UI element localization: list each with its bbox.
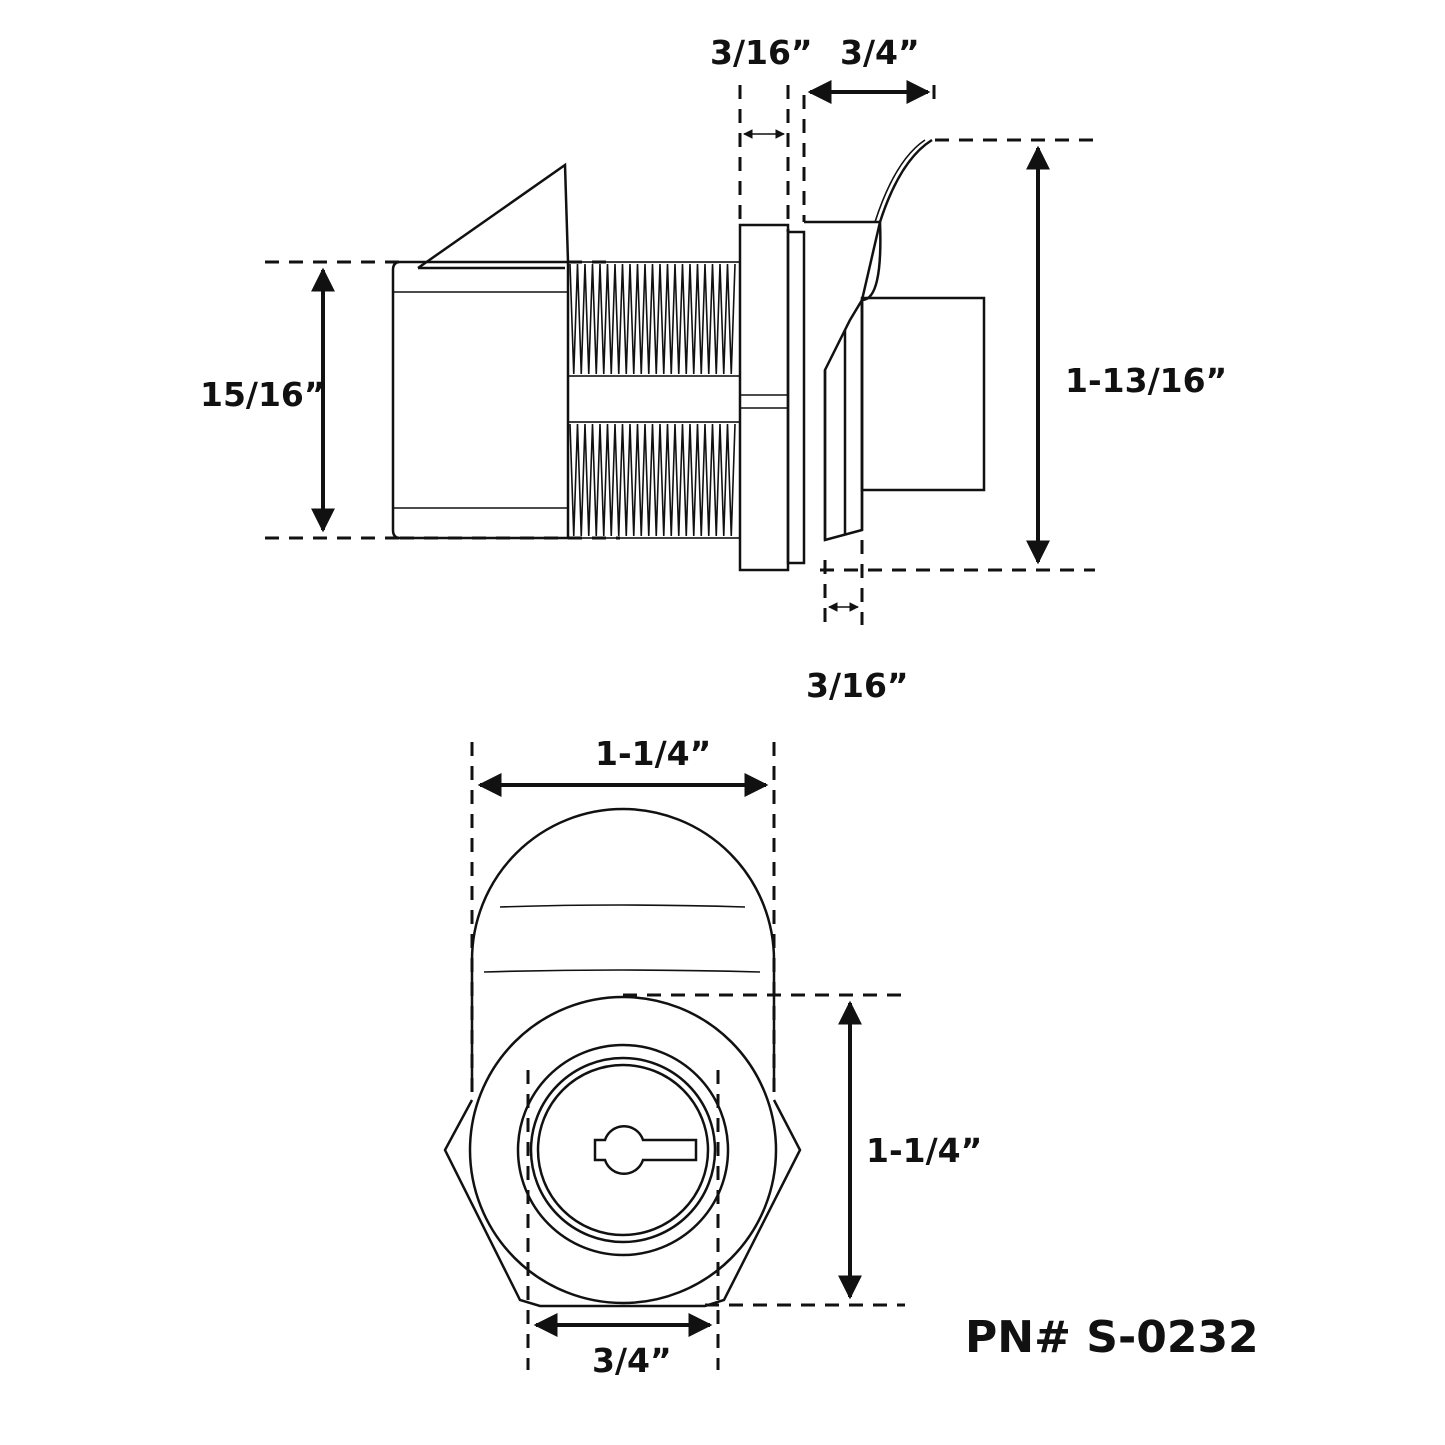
part-number: PN# S-0232: [965, 1312, 1259, 1363]
face-ring: [468, 995, 778, 1305]
dim-cam-offset: 3/4”: [840, 33, 920, 72]
thread-lower: [567, 421, 741, 539]
plug-outer-ring: [516, 1043, 730, 1257]
dim-overall-height: 1-13/16”: [1065, 361, 1227, 400]
thread-upper: [567, 261, 741, 377]
dim-flange-thickness: 3/16”: [710, 33, 813, 72]
dim-body-diameter: 15/16”: [200, 375, 326, 414]
face-bezel: [804, 138, 986, 542]
front-view: 1-1/4” 1-1/4” 3/4”: [443, 734, 982, 1380]
cam-tail: [417, 162, 570, 270]
lock-body: [391, 260, 570, 540]
housing-outline: [470, 807, 776, 1080]
dim-overall-width: 1-1/4”: [595, 734, 711, 773]
keyway-icon: [593, 1125, 698, 1175]
dim-face-depth: 3/16”: [806, 666, 909, 705]
flange: [738, 223, 806, 572]
side-view: 15/16” 1-13/16” 3/16” 3/4” 3/16”: [200, 33, 1227, 705]
dim-face-height: 1-1/4”: [866, 1131, 982, 1170]
dim-plug-width: 3/4”: [592, 1341, 672, 1380]
